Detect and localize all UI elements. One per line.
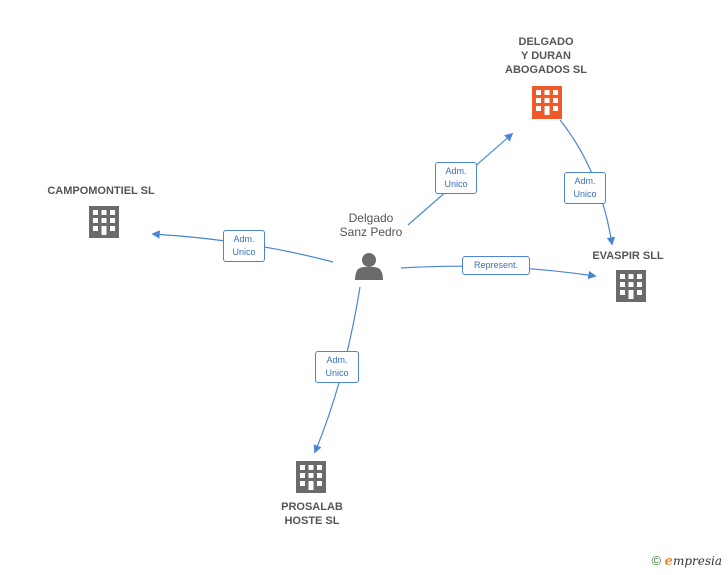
edge-label-person-to-evaspir: Represent. (462, 256, 530, 275)
building-icon (89, 206, 119, 238)
footer-brand: © empresia (651, 553, 722, 569)
building-icon (616, 270, 646, 302)
copyright-icon: © (651, 553, 662, 568)
node-label-delgado-duran[interactable]: DELGADO Y DURAN ABOGADOS SL (505, 36, 587, 76)
edge-label-person-to-campomontiel: Adm. Unico (223, 230, 265, 262)
node-label-person[interactable]: Delgado Sanz Pedro (339, 211, 403, 239)
node-label-campomontiel[interactable]: CAMPOMONTIEL SL (47, 185, 155, 197)
building-icon (296, 461, 326, 493)
edge-label-delgado-to-evaspir: Adm. Unico (564, 172, 606, 204)
person-icon (355, 253, 383, 280)
building-icon (532, 86, 562, 119)
brand-logo-text: mpresia (672, 554, 722, 568)
brand-logo-e: e (664, 554, 673, 569)
node-label-prosalab[interactable]: PROSALAB HOSTE SL (281, 501, 343, 527)
node-label-evaspir[interactable]: EVASPIR SLL (592, 250, 664, 262)
edge-label-person-to-delgado: Adm. Unico (435, 162, 477, 194)
edge-label-person-to-prosalab: Adm. Unico (315, 351, 359, 383)
